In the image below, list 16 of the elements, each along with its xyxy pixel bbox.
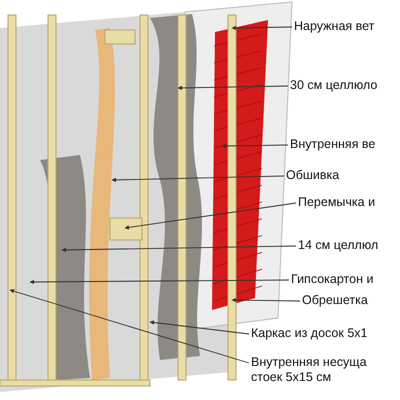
leader-line — [112, 176, 284, 182]
leader-line — [178, 86, 288, 90]
part-label: 30 см целлюло — [289, 78, 378, 93]
leader-line — [222, 144, 288, 148]
part-label: Гипсокартон и — [290, 272, 374, 287]
leader-line — [124, 202, 296, 230]
part-label: Перемычка и — [297, 195, 376, 210]
leader-line — [232, 26, 292, 30]
part-label: 14 см целлюл — [297, 238, 380, 253]
leader-line — [62, 246, 296, 252]
part-label: Обрешетка — [301, 293, 369, 308]
leader-line — [232, 298, 300, 302]
part-label: Наружная вет — [293, 19, 376, 34]
leader-line — [30, 280, 290, 284]
part-label: Внутренняя ве — [289, 137, 376, 152]
part-label: Каркас из досок 5х1 — [250, 326, 368, 341]
